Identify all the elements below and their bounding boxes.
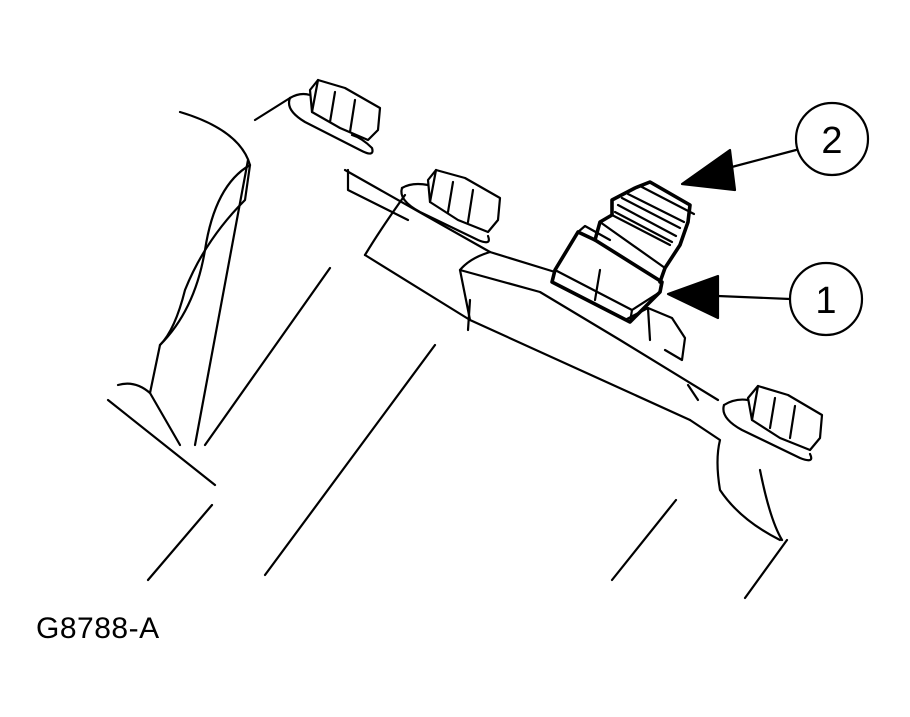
threaded-sensor <box>593 180 696 284</box>
flange-step-right <box>686 383 700 402</box>
callout-1-leader <box>716 294 792 301</box>
figure-code: G8788-A <box>36 612 160 645</box>
housing-web-6 <box>743 538 789 600</box>
flange-bottom-edge <box>363 253 692 422</box>
housing-web-2 <box>203 266 332 447</box>
flange-right-face <box>688 418 782 542</box>
bolt-upper-left <box>253 78 382 155</box>
housing-inner-curve <box>158 163 252 347</box>
callout-2-arrowhead <box>680 148 737 192</box>
housing-lower-left <box>106 398 217 487</box>
housing-web-4 <box>263 343 437 577</box>
cover-flange <box>343 168 782 542</box>
callout-2-leader <box>726 148 798 170</box>
housing-body <box>106 110 789 600</box>
bolt-lower-right <box>722 384 824 462</box>
flange-left-step <box>346 168 410 222</box>
housing-web-5 <box>610 498 678 582</box>
flange-center-line <box>488 250 557 274</box>
hex-fitting <box>550 224 664 324</box>
housing-web-3 <box>146 503 214 582</box>
flange-front-lower <box>458 250 492 322</box>
housing-left-contour <box>116 110 252 395</box>
callout-1: 1 <box>666 261 864 337</box>
flange-front-face <box>363 193 407 257</box>
housing-web-1 <box>193 158 250 447</box>
callout-2-circle <box>794 101 870 177</box>
callout-1-label: 1 <box>815 280 836 322</box>
housing-left-edge <box>148 391 182 447</box>
bolt-upper-middle <box>400 168 502 244</box>
callout-1-arrowhead <box>666 274 720 320</box>
flange-upper-face <box>458 268 720 402</box>
callout-2-label: 2 <box>821 120 842 162</box>
housing-right-bottom <box>758 468 784 542</box>
callout-2: 2 <box>680 101 870 192</box>
flange-vertical-tick <box>466 298 472 332</box>
